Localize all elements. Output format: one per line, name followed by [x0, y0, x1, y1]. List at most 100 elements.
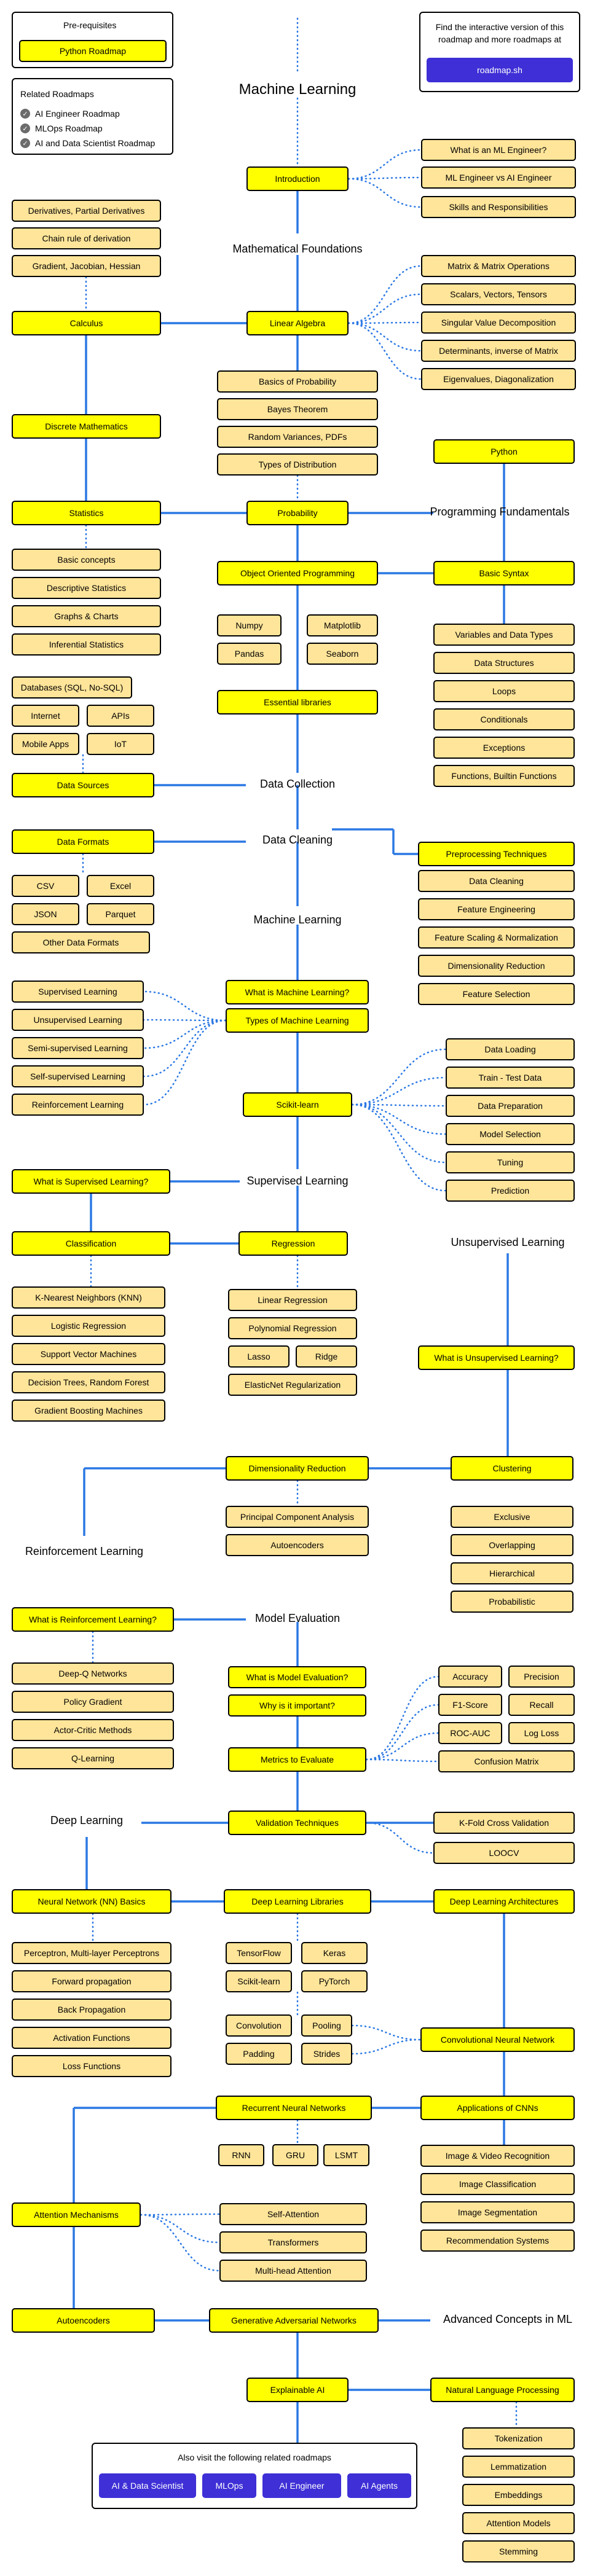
- metric-confusion-matrix[interactable]: Confusion Matrix: [438, 1750, 575, 1772]
- clustering-topic[interactable]: Clustering: [451, 1456, 573, 1481]
- why-important-topic[interactable]: Why is it important?: [228, 1694, 366, 1717]
- lib-seaborn[interactable]: Seaborn: [307, 643, 378, 665]
- explainable-ai-topic[interactable]: Explainable AI: [246, 2378, 349, 2402]
- syntax-sub-data-structures[interactable]: Data Structures: [433, 652, 575, 674]
- rl-sub-q-learning[interactable]: Q-Learning: [12, 1747, 174, 1769]
- type-sub-supervised[interactable]: Supervised Learning: [12, 981, 144, 1003]
- syntax-sub-variables[interactable]: Variables and Data Types: [433, 624, 575, 646]
- prep-sub-feature-selection[interactable]: Feature Selection: [418, 983, 575, 1005]
- what-is-ml-topic[interactable]: What is Machine Learning?: [226, 980, 369, 1004]
- syntax-sub-exceptions[interactable]: Exceptions: [433, 737, 575, 759]
- syntax-sub-loops[interactable]: Loops: [433, 680, 575, 702]
- source-sub-databases[interactable]: Databases (SQL, No-SQL): [12, 676, 132, 699]
- metrics-topic[interactable]: Metrics to Evaluate: [228, 1747, 366, 1772]
- classification-topic[interactable]: Classification: [12, 1231, 170, 1256]
- cnn-sub-strides[interactable]: Strides: [301, 2043, 352, 2065]
- nlp-sub-embeddings[interactable]: Embeddings: [462, 2484, 575, 2506]
- nlp-topic[interactable]: Natural Language Processing: [430, 2378, 575, 2402]
- source-sub-mobile-apps[interactable]: Mobile Apps: [12, 733, 79, 755]
- prep-sub-feature-scaling[interactable]: Feature Scaling & Normalization: [418, 926, 575, 949]
- la-sub-matrix-ops[interactable]: Matrix & Matrix Operations: [421, 255, 576, 277]
- class-sub-svm[interactable]: Support Vector Machines: [12, 1343, 165, 1365]
- app-sub-image-class[interactable]: Image Classification: [420, 2173, 575, 2195]
- class-sub-logistic[interactable]: Logistic Regression: [12, 1315, 165, 1337]
- what-is-supervised-topic[interactable]: What is Supervised Learning?: [12, 1169, 170, 1194]
- reg-sub-lasso[interactable]: Lasso: [228, 1345, 290, 1368]
- syntax-sub-conditionals[interactable]: Conditionals: [433, 708, 575, 730]
- dim-sub-autoencoders[interactable]: Autoencoders: [226, 1534, 369, 1556]
- sklearn-sub-train-test[interactable]: Train - Test Data: [446, 1067, 575, 1089]
- cnn-sub-padding[interactable]: Padding: [226, 2043, 292, 2065]
- stat-sub-basic-concepts[interactable]: Basic concepts: [12, 549, 161, 571]
- dim-sub-pca[interactable]: Principal Component Analysis: [226, 1506, 369, 1528]
- preprocessing-topic[interactable]: Preprocessing Techniques: [418, 842, 575, 866]
- attention-topic[interactable]: Attention Mechanisms: [12, 2202, 141, 2227]
- format-excel[interactable]: Excel: [87, 875, 154, 897]
- reg-sub-elasticnet[interactable]: ElasticNet Regularization: [228, 1374, 357, 1396]
- clust-sub-exclusive[interactable]: Exclusive: [451, 1506, 573, 1528]
- essential-libraries-topic[interactable]: Essential libraries: [217, 690, 378, 714]
- cnn-apps-topic[interactable]: Applications of CNNs: [420, 2096, 575, 2120]
- dim-reduction-topic[interactable]: Dimensionality Reduction: [226, 1456, 369, 1481]
- cnn-sub-pooling[interactable]: Pooling: [301, 2014, 352, 2037]
- basic-syntax-topic[interactable]: Basic Syntax: [433, 561, 575, 585]
- skills-and-responsibilities[interactable]: Skills and Responsibilities: [421, 196, 576, 218]
- rnn-sub-gru[interactable]: GRU: [272, 2144, 318, 2166]
- what-is-ml-engineer[interactable]: What is an ML Engineer?: [421, 139, 576, 161]
- rnn-sub-lsmt[interactable]: LSMT: [323, 2144, 369, 2166]
- discrete-math-topic[interactable]: Discrete Mathematics: [12, 414, 161, 439]
- lib-pytorch[interactable]: PyTorch: [301, 1970, 368, 1992]
- source-sub-apis[interactable]: APIs: [87, 705, 154, 727]
- reg-sub-polynomial[interactable]: Polynomial Regression: [228, 1317, 357, 1339]
- rl-sub-actor-critic[interactable]: Actor-Critic Methods: [12, 1719, 174, 1741]
- python-topic[interactable]: Python: [433, 439, 575, 464]
- sklearn-sub-prediction[interactable]: Prediction: [446, 1180, 575, 1202]
- type-sub-semi-supervised[interactable]: Semi-supervised Learning: [12, 1037, 144, 1059]
- la-sub-determinants[interactable]: Determinants, inverse of Matrix: [421, 340, 576, 362]
- stat-sub-graphs[interactable]: Graphs & Charts: [12, 605, 161, 627]
- rl-sub-deep-q[interactable]: Deep-Q Networks: [12, 1662, 174, 1685]
- types-of-ml-topic[interactable]: Types of Machine Learning: [226, 1008, 369, 1033]
- type-sub-reinforcement[interactable]: Reinforcement Learning: [12, 1094, 144, 1116]
- related-ai-engineer-link[interactable]: ✓AI Engineer Roadmap: [20, 109, 120, 119]
- nlp-sub-lemmatization[interactable]: Lemmatization: [462, 2456, 575, 2478]
- statistics-topic[interactable]: Statistics: [12, 501, 161, 525]
- scikit-learn-topic[interactable]: Scikit-learn: [243, 1092, 352, 1117]
- att-sub-self-attention[interactable]: Self-Attention: [219, 2203, 367, 2225]
- related-mlops-link[interactable]: ✓MLOps Roadmap: [20, 123, 103, 133]
- reg-sub-linear[interactable]: Linear Regression: [228, 1289, 357, 1311]
- prob-sub-basics[interactable]: Basics of Probability: [217, 370, 378, 393]
- nlp-sub-attention-models[interactable]: Attention Models: [462, 2512, 575, 2534]
- lib-keras[interactable]: Keras: [301, 1942, 368, 1964]
- class-sub-gradient-boosting[interactable]: Gradient Boosting Machines: [12, 1400, 165, 1422]
- footer-ai-agents-button[interactable]: AI Agents: [347, 2473, 411, 2498]
- what-is-reinforcement-topic[interactable]: What is Reinforcement Learning?: [12, 1607, 174, 1632]
- introduction-topic[interactable]: Introduction: [246, 166, 349, 191]
- metric-f1-score[interactable]: F1-Score: [438, 1694, 502, 1716]
- rnn-topic[interactable]: Recurrent Neural Networks: [216, 2096, 372, 2120]
- prob-sub-random-variances[interactable]: Random Variances, PDFs: [217, 426, 378, 448]
- la-sub-svd[interactable]: Singular Value Decomposition: [421, 311, 576, 334]
- lib-tensorflow[interactable]: TensorFlow: [226, 1942, 292, 1964]
- reg-sub-ridge[interactable]: Ridge: [296, 1345, 357, 1368]
- format-json[interactable]: JSON: [12, 903, 79, 925]
- format-parquet[interactable]: Parquet: [87, 903, 154, 925]
- la-sub-scalars-vectors[interactable]: Scalars, Vectors, Tensors: [421, 283, 576, 305]
- validation-topic[interactable]: Validation Techniques: [228, 1811, 366, 1835]
- att-sub-transformers[interactable]: Transformers: [219, 2231, 367, 2253]
- app-sub-image-seg[interactable]: Image Segmentation: [420, 2201, 575, 2223]
- la-sub-eigenvalues[interactable]: Eigenvalues, Diagonalization: [421, 368, 576, 390]
- att-sub-multi-head[interactable]: Multi-head Attention: [219, 2260, 367, 2282]
- footer-ai-engineer-button[interactable]: AI Engineer: [262, 2473, 341, 2498]
- data-sources-topic[interactable]: Data Sources: [12, 773, 154, 797]
- dl-architectures-topic[interactable]: Deep Learning Architectures: [433, 1889, 575, 1914]
- nn-sub-loss[interactable]: Loss Functions: [12, 2055, 171, 2077]
- lib-scikit-learn[interactable]: Scikit-learn: [226, 1970, 292, 1992]
- gan-topic[interactable]: Generative Adversarial Networks: [209, 2308, 379, 2333]
- metric-recall[interactable]: Recall: [508, 1694, 575, 1716]
- cnn-sub-convolution[interactable]: Convolution: [226, 2014, 292, 2037]
- val-sub-kfold[interactable]: K-Fold Cross Validation: [433, 1812, 575, 1834]
- nn-basics-topic[interactable]: Neural Network (NN) Basics: [12, 1889, 171, 1914]
- probability-topic[interactable]: Probability: [246, 501, 349, 525]
- metric-accuracy[interactable]: Accuracy: [438, 1666, 502, 1688]
